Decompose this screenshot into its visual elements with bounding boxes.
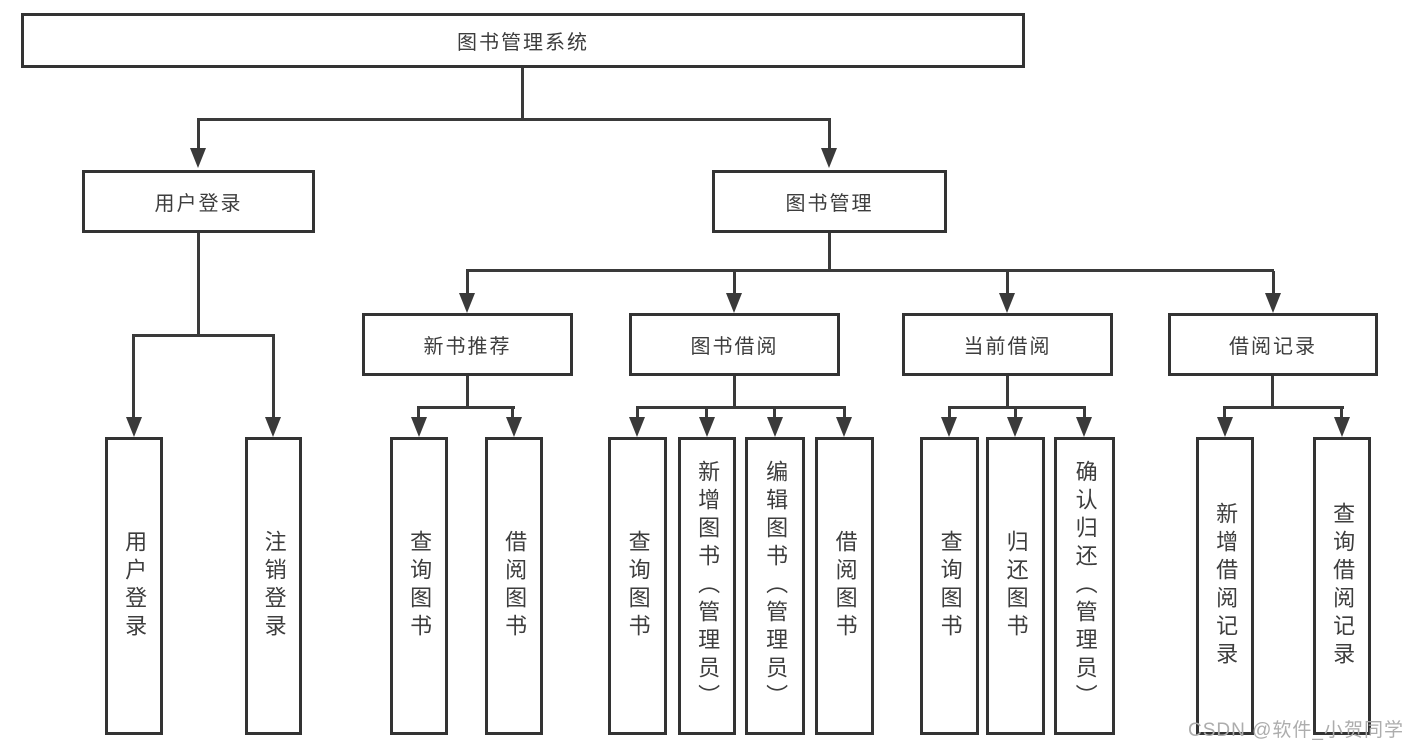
arrow-down-icon (459, 293, 475, 313)
connector-line (733, 376, 736, 409)
arrow-down-icon (411, 417, 427, 437)
connector-line (132, 334, 275, 337)
node-new-book-recommend: 新书推荐 (362, 313, 573, 376)
arrow-down-icon (1217, 417, 1233, 437)
arrow-down-icon (767, 417, 783, 437)
node-current-borrow: 当前借阅 (902, 313, 1113, 376)
arrow-down-icon (1076, 417, 1092, 437)
node-user-login: 用户登录 (82, 170, 315, 233)
connector-line (511, 408, 514, 420)
leaf-user-login: 用户登录 (105, 437, 163, 735)
arrow-down-icon (726, 293, 742, 313)
connector-line (466, 271, 469, 295)
connector-line (132, 336, 135, 420)
connector-line (1223, 408, 1226, 420)
connector-line (705, 408, 708, 420)
connector-line (521, 68, 524, 120)
connector-line (1083, 408, 1086, 420)
leaf-add-borrow-record: 新增借阅记录 (1196, 437, 1254, 735)
connector-line (1271, 376, 1274, 409)
arrow-down-icon (1334, 417, 1350, 437)
connector-line (828, 120, 831, 150)
leaf-return-book: 归还图书 (986, 437, 1045, 735)
connector-line (417, 406, 515, 409)
connector-line (1006, 376, 1009, 409)
leaf-query-borrow-record: 查询借阅记录 (1313, 437, 1371, 735)
arrow-down-icon (999, 293, 1015, 313)
connector-line (636, 408, 639, 420)
connector-line (197, 120, 200, 150)
connector-line (948, 408, 951, 420)
leaf-query-book-current: 查询图书 (920, 437, 979, 735)
connector-line (272, 336, 275, 420)
connector-line (636, 406, 846, 409)
connector-line (197, 118, 831, 121)
arrow-down-icon (126, 417, 142, 437)
arrow-down-icon (1265, 293, 1281, 313)
arrow-down-icon (821, 148, 837, 168)
leaf-edit-book-admin: 编辑图书（管理员） (745, 437, 805, 735)
connector-line (1006, 271, 1009, 295)
connector-line (197, 233, 200, 336)
node-book-management: 图书管理 (712, 170, 947, 233)
arrow-down-icon (265, 417, 281, 437)
arrow-down-icon (1007, 417, 1023, 437)
leaf-query-book-recommend: 查询图书 (390, 437, 448, 735)
leaf-borrow-book-recommend: 借阅图书 (485, 437, 543, 735)
leaf-add-book-admin: 新增图书（管理员） (678, 437, 736, 735)
connector-line (948, 406, 1086, 409)
connector-line (417, 408, 420, 420)
leaf-borrow-book: 借阅图书 (815, 437, 874, 735)
leaf-query-book-borrow: 查询图书 (608, 437, 667, 735)
leaf-confirm-return-admin: 确认归还（管理员） (1054, 437, 1115, 735)
connector-line (1223, 406, 1344, 409)
node-borrow-records: 借阅记录 (1168, 313, 1378, 376)
leaf-logout: 注销登录 (245, 437, 302, 735)
node-root-library-system: 图书管理系统 (21, 13, 1025, 68)
connector-line (828, 233, 831, 271)
arrow-down-icon (836, 417, 852, 437)
arrow-down-icon (629, 417, 645, 437)
node-book-borrow: 图书借阅 (629, 313, 840, 376)
arrow-down-icon (699, 417, 715, 437)
watermark: CSDN @软件_小贺同学 (1188, 720, 1404, 741)
connector-line (733, 271, 736, 295)
arrow-down-icon (941, 417, 957, 437)
connector-line (1340, 408, 1343, 420)
connector-line (466, 376, 469, 409)
connector-line (1272, 271, 1275, 295)
connector-line (1014, 408, 1017, 420)
connector-line (843, 408, 846, 420)
arrow-down-icon (506, 417, 522, 437)
connector-line (466, 269, 1274, 272)
connector-line (773, 408, 776, 420)
arrow-down-icon (190, 148, 206, 168)
